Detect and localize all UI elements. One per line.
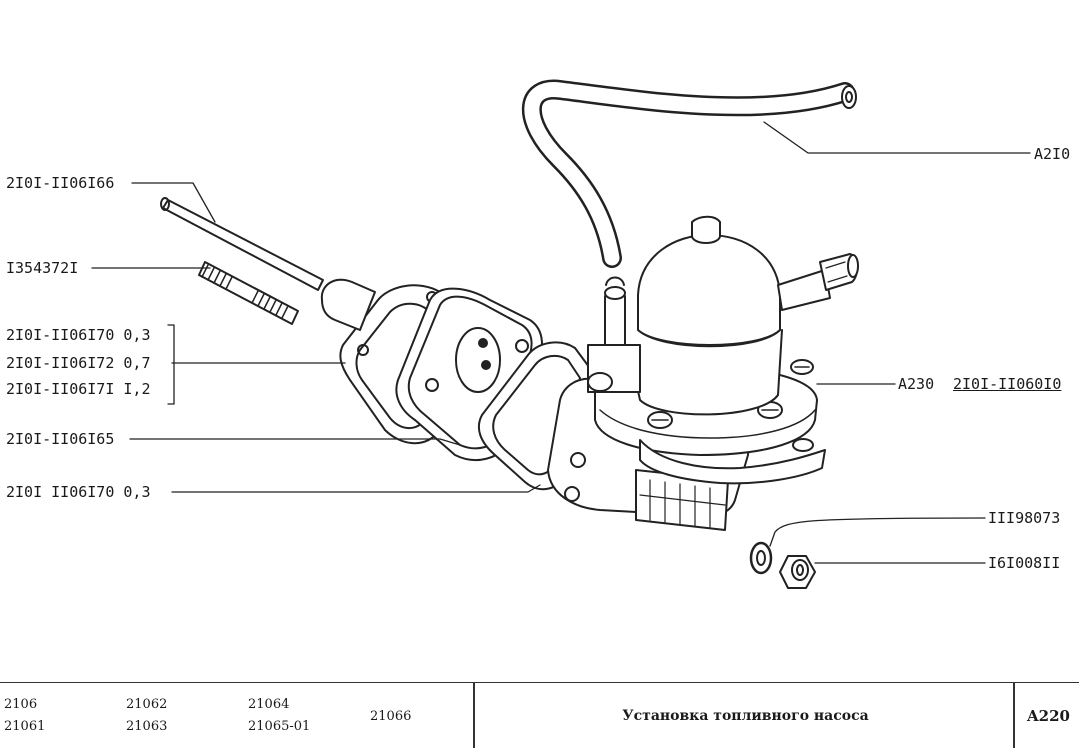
callout-hose: A2I0	[1034, 145, 1071, 163]
drawing-title: Установка топливного насоса	[622, 708, 869, 724]
model-label: 21066	[370, 709, 412, 724]
leader-lines	[91, 121, 1031, 564]
callout-gasket-b: 2I0I-II06I72 0,7	[6, 354, 151, 372]
model-label: 21062	[126, 697, 168, 712]
fuel-hose	[521, 79, 857, 268]
callout-push-rod: 2I0I-II06I66	[6, 174, 115, 192]
callout-pump-code: A230	[898, 375, 935, 393]
push-rod	[160, 197, 324, 291]
callout-nut: I6I008II	[988, 554, 1061, 572]
fuel-pump-assembly-diagram	[91, 79, 1031, 589]
drawing-code: A220	[1027, 707, 1070, 725]
spring-washer	[749, 541, 773, 575]
model-label: 21061	[4, 719, 46, 734]
callout-gasket-c: 2I0I-II06I7I I,2	[6, 380, 151, 398]
threaded-stud	[198, 261, 299, 325]
model-label: 21063	[126, 719, 168, 734]
callout-gasket-d: 2I0I II06I70 0,3	[6, 483, 151, 501]
fuel-pump-body	[547, 215, 859, 531]
callout-pump-part: 2I0I-II060I0	[953, 375, 1062, 393]
title-block: 2106 21061 21062 21063 21064 21065-01 21…	[0, 682, 1079, 748]
divider	[1013, 683, 1015, 748]
callout-stud: I354372I	[6, 259, 79, 277]
divider	[473, 683, 475, 748]
callout-washer: III98073	[988, 509, 1061, 527]
model-label: 2106	[4, 697, 38, 712]
callout-gasket-a: 2I0I-II06I70 0,3	[6, 326, 151, 344]
model-label: 21064	[248, 697, 290, 712]
callout-spacer: 2I0I-II06I65	[6, 430, 115, 448]
hex-nut	[779, 555, 816, 589]
model-label: 21065-01	[248, 719, 311, 734]
